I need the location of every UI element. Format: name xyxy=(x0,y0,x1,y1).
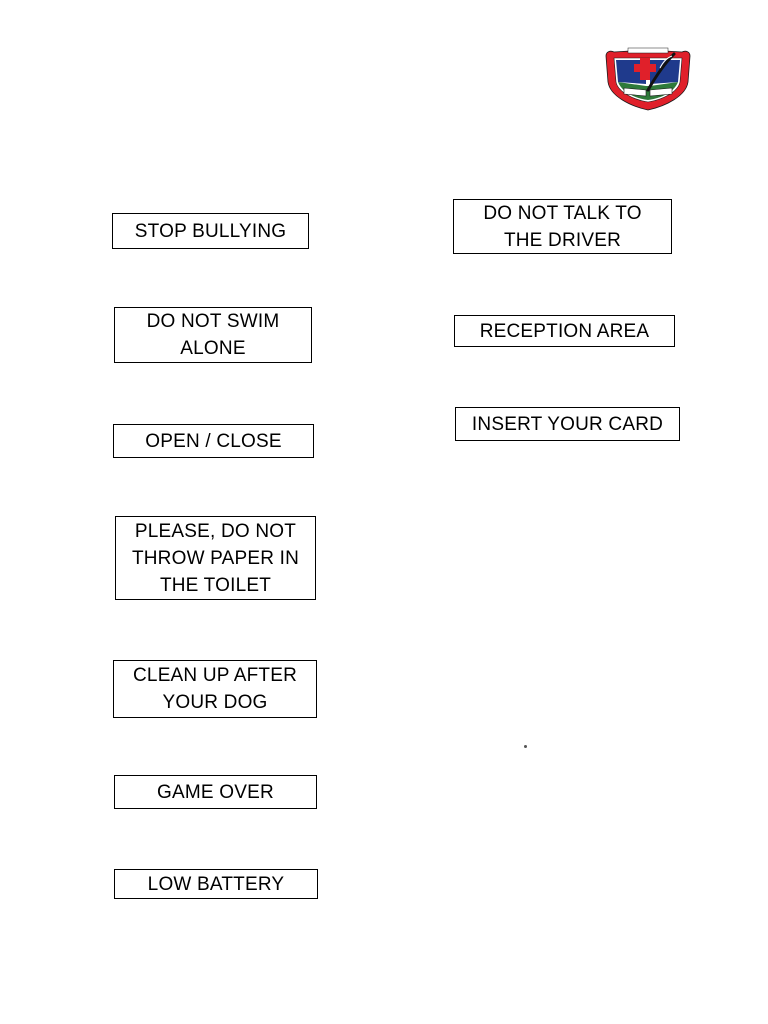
sign-game-over: GAME OVER xyxy=(114,775,317,809)
sign-insert-your-card: INSERT YOUR CARD xyxy=(455,407,680,441)
stray-mark xyxy=(524,745,527,748)
sign-text: GAME OVER xyxy=(157,781,274,803)
sign-text: CLEAN UP AFTER YOUR DOG xyxy=(133,665,297,713)
sign-text: STOP BULLYING xyxy=(134,220,287,242)
sign-text: OPEN / CLOSE xyxy=(145,430,282,452)
sign-clean-up-after-dog: CLEAN UP AFTER YOUR DOG xyxy=(113,660,317,718)
sign-text: PLEASE, DO NOT THROW PAPER IN THE TOILET xyxy=(131,520,300,596)
sign-text: LOW BATTERY xyxy=(147,873,285,895)
sign-open-close: OPEN / CLOSE xyxy=(113,424,314,458)
sign-do-not-swim-alone: DO NOT SWIM ALONE xyxy=(114,307,312,363)
sign-do-not-throw-paper: PLEASE, DO NOT THROW PAPER IN THE TOILET xyxy=(115,516,316,600)
school-crest-icon xyxy=(605,47,691,111)
sign-reception-area: RECEPTION AREA xyxy=(454,315,675,347)
sign-text: RECEPTION AREA xyxy=(479,320,650,342)
sign-text: DO NOT SWIM ALONE xyxy=(146,311,280,359)
sign-do-not-talk-to-driver: DO NOT TALK TO THE DRIVER xyxy=(453,199,672,254)
sign-text: DO NOT TALK TO THE DRIVER xyxy=(483,202,642,251)
sign-text: INSERT YOUR CARD xyxy=(471,413,664,435)
sign-stop-bullying: STOP BULLYING xyxy=(112,213,309,249)
sign-low-battery: LOW BATTERY xyxy=(114,869,318,899)
